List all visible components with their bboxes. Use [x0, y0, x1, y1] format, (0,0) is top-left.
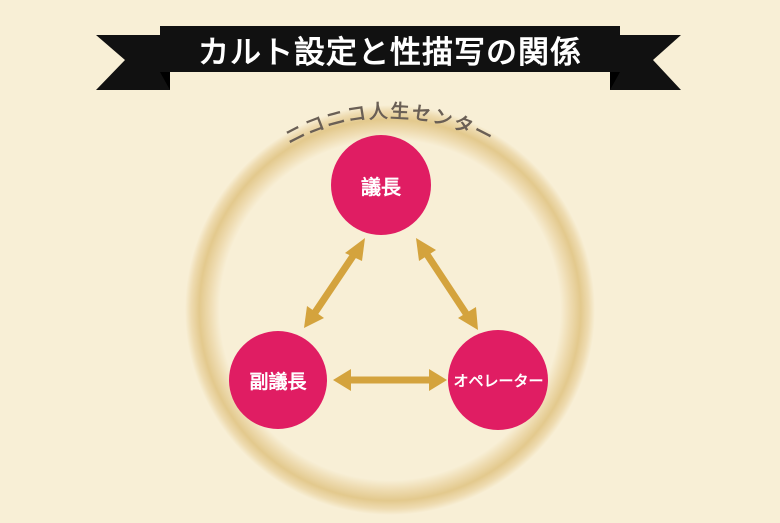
page-title: カルト設定と性描写の関係 [198, 34, 582, 71]
vice-chairman-label: 副議長 [249, 370, 307, 393]
banner-left-tail [96, 35, 170, 90]
banner-right-fold [610, 72, 620, 90]
banner-right-tail [610, 35, 681, 90]
node-operator [448, 330, 548, 430]
node-vice-chairman [229, 331, 327, 429]
node-chairman [331, 135, 431, 235]
operator-label: オペレーター [453, 371, 544, 390]
title-banner [96, 26, 681, 90]
arrow-bottom [333, 369, 447, 391]
banner-main [160, 26, 620, 72]
arrow-top-right [416, 238, 478, 330]
arrow-top-left [304, 238, 365, 328]
banner-left-fold [160, 72, 170, 90]
chairman-label: 議長 [361, 174, 401, 199]
